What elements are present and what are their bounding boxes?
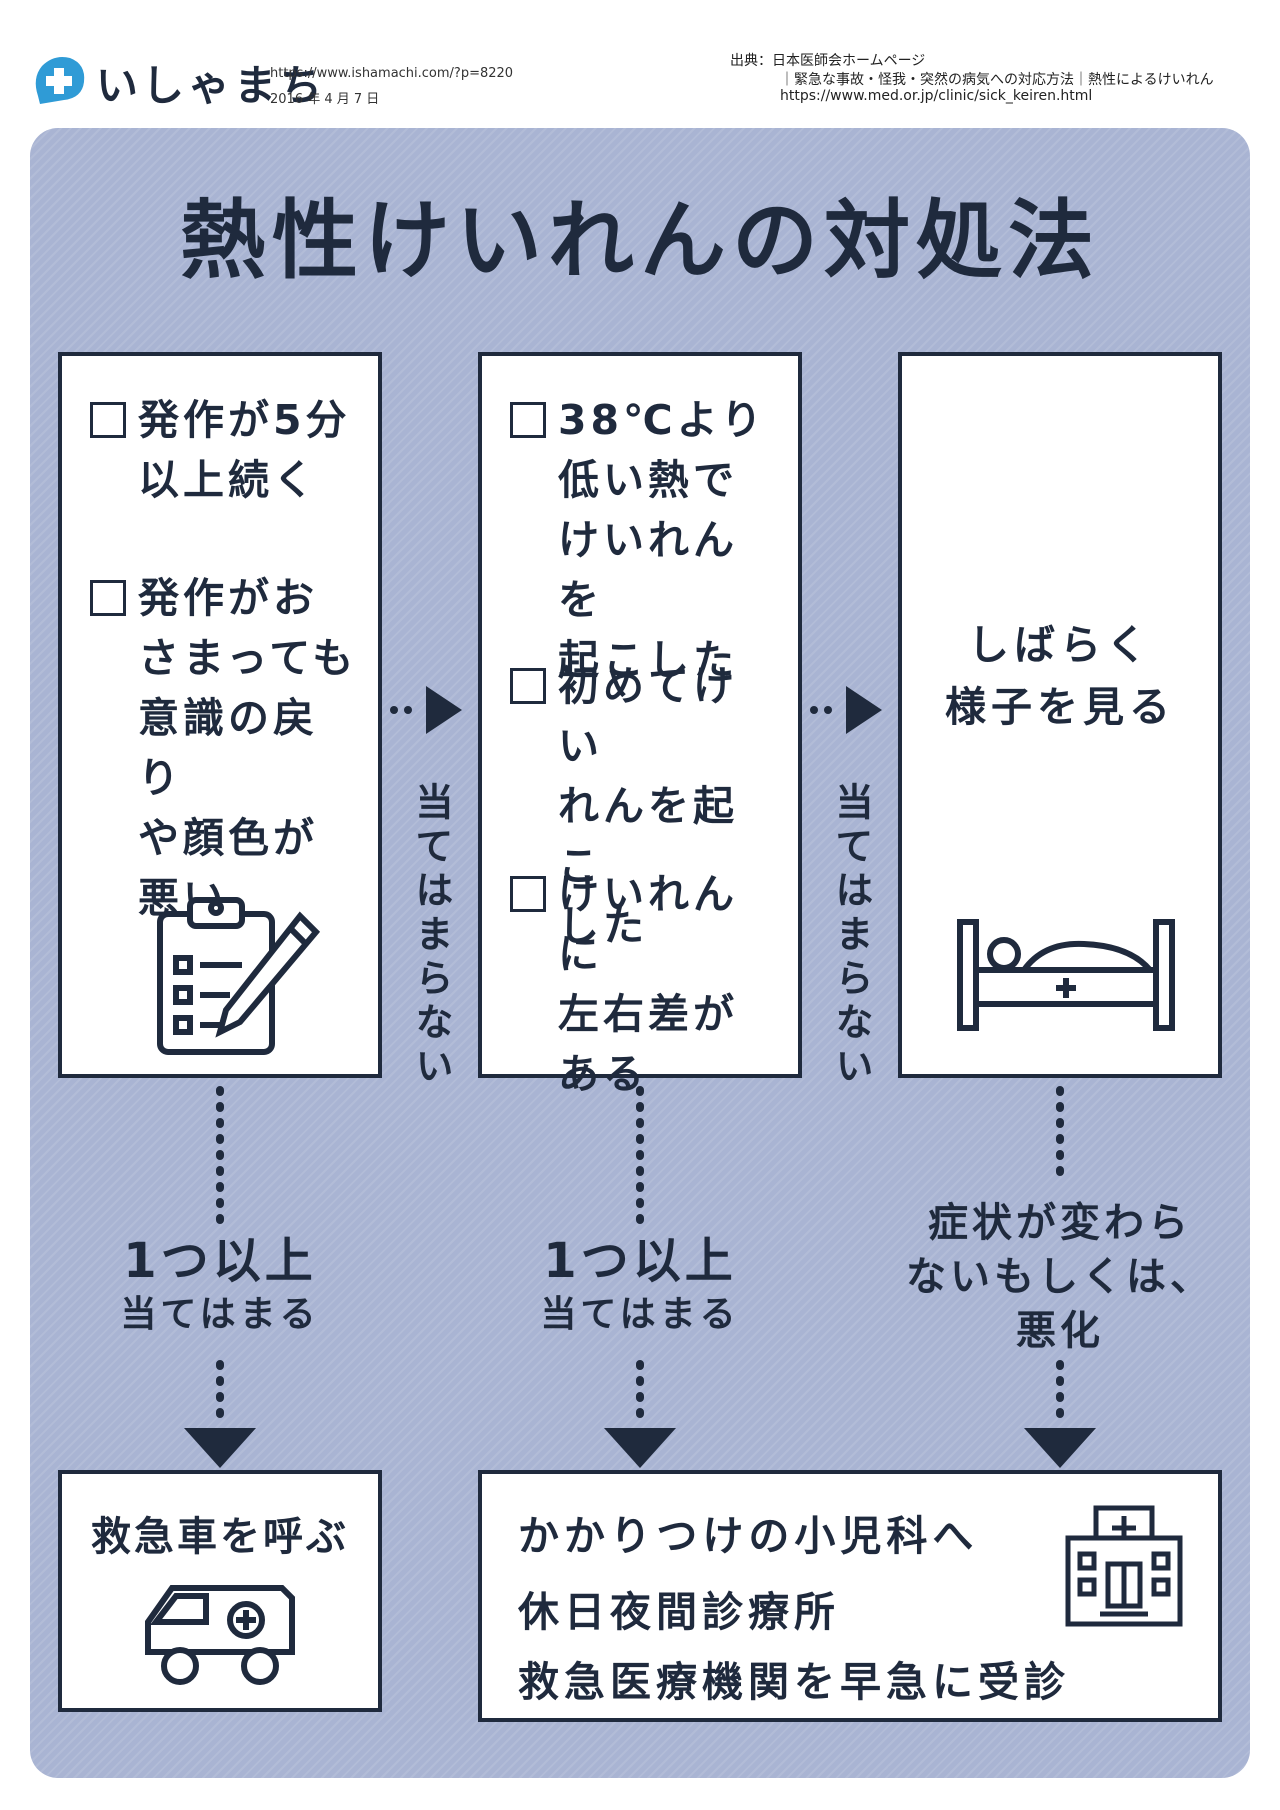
checkbox-icon [510, 668, 546, 704]
checkbox-icon [90, 580, 126, 616]
logo-text: いしゃまち [96, 61, 327, 110]
source-url: https://www.med.or.jp/clinic/sick_keiren… [780, 88, 1093, 104]
outcome-ambulance-box: 救急車を呼ぶ [58, 1470, 382, 1712]
flow-arrow-3 [1024, 1086, 1096, 1468]
hospital-icon [1060, 1502, 1188, 1634]
applies-label-1: 1つ以上 当てはまる [120, 1233, 320, 1335]
connector-arrow-1 [390, 686, 462, 734]
outcome-line: 救急医療機関を早急に受診 [518, 1658, 1070, 1706]
criteria-item: けいれんに 左右差が ある [510, 864, 780, 1104]
criteria-box-1: 発作が5分 以上続く 発作がお さまっても 意識の戻り や顔色が 悪い [58, 352, 382, 1078]
applies-label-2: 1つ以上 当てはまる [540, 1233, 740, 1335]
worsened-label: 症状が変わら ないもしくは、 悪化 [906, 1200, 1214, 1354]
connector-arrow-2 [810, 686, 882, 734]
checkbox-icon [510, 402, 546, 438]
outcome-line: かかりつけの小児科へ [518, 1512, 979, 1560]
source-path: ｜緊急な事故・怪我・突然の病気への対応方法｜熱性によるけいれん [780, 72, 1214, 88]
page-title: 熱性けいれんの対処法 [180, 191, 1100, 291]
checkbox-icon [90, 402, 126, 438]
logo-date: 2016 年 4 月 7 日 [270, 92, 380, 107]
ambulance-icon [142, 1578, 302, 1694]
clipboard-pencil-icon [150, 892, 321, 1066]
flow-arrow-1 [184, 1086, 256, 1468]
source-title: 出典：日本医師会ホームページ [730, 53, 926, 69]
criteria-box-2: 38℃より 低い熱で けいれんを 起こした 初めてけい れんを起こ した けいれ… [478, 352, 802, 1098]
cross-logo-icon [30, 52, 88, 104]
flow-arrow-2 [604, 1086, 676, 1468]
logo-url: https://www.ishamachi.com/?p=8220 [270, 66, 514, 81]
not-applicable-label-2: 当てはまらない [829, 782, 873, 1090]
criteria-item: 発作が5分 以上続く [90, 390, 360, 510]
checkbox-icon [510, 876, 546, 912]
criteria-item: 初めてけい れんを起こ した [510, 656, 780, 956]
not-applicable-label-1: 当てはまらない [409, 782, 453, 1090]
criteria-item: 発作がお さまっても 意識の戻り や顔色が 悪い [90, 568, 360, 928]
bed-icon [954, 916, 1178, 1040]
outcome-clinic-box: かかりつけの小児科へ 休日夜間診療所 救急医療機関を早急に受診 [478, 1470, 1222, 1722]
criteria-item: 38℃より 低い熱で けいれんを 起こした [510, 390, 780, 690]
result-box-observe: しばらく 様子を見る [898, 352, 1222, 1078]
call-ambulance-text: 救急車を呼ぶ [91, 1514, 349, 1560]
outcome-line: 休日夜間診療所 [518, 1588, 840, 1636]
observe-text: しばらく 様子を見る [945, 621, 1175, 731]
